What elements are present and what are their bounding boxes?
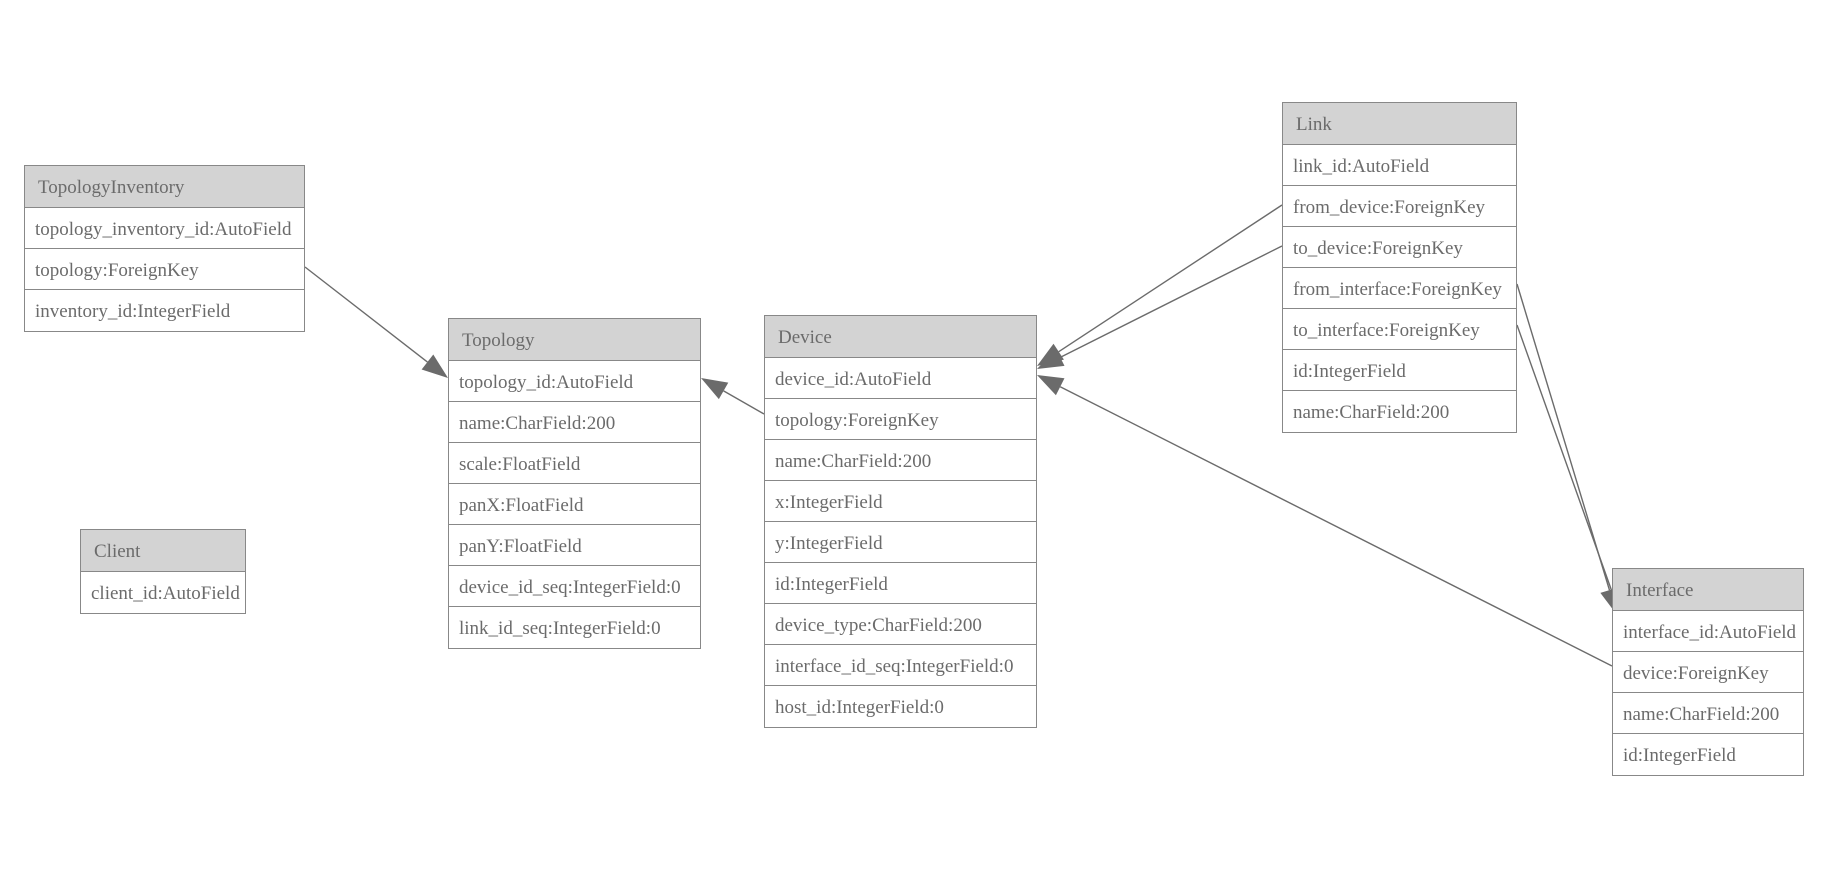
relationship-edge[interactable]: [304, 266, 448, 378]
entity-field[interactable]: id:IntegerField: [1623, 745, 1736, 766]
entity-field[interactable]: device_id_seq:IntegerField:0: [449, 566, 700, 607]
entity-field[interactable]: interface_id:AutoField: [1613, 611, 1803, 652]
relationship-line: [1516, 283, 1611, 591]
entity-field[interactable]: device_type:CharField:200: [765, 604, 1036, 645]
entity-field[interactable]: scale:FloatField: [449, 443, 700, 484]
entity-field[interactable]: name:CharField:200: [449, 402, 700, 443]
entity-title-link: Link: [1283, 103, 1516, 145]
entity-field[interactable]: host_id:IntegerField:0: [775, 697, 944, 718]
entity-field-list-client: client_id:AutoField: [81, 572, 245, 613]
entity-field[interactable]: to_device:ForeignKey: [1283, 227, 1516, 268]
entity-field[interactable]: panX:FloatField: [449, 484, 700, 525]
relationship-arrowhead-icon: [1037, 343, 1064, 366]
relationship-line: [304, 266, 428, 363]
entity-field[interactable]: name:CharField:200: [765, 440, 1036, 481]
relationship-line: [1058, 204, 1283, 353]
entity-field[interactable]: client_id:AutoField: [91, 583, 240, 604]
relationship-arrowhead-icon: [1037, 348, 1065, 369]
entity-title-topology: Topology: [449, 319, 700, 361]
entity-field[interactable]: y:IntegerField: [765, 522, 1036, 563]
relationship-arrowhead-icon: [1037, 375, 1065, 396]
entity-field[interactable]: link_id_seq:IntegerField:0: [459, 618, 661, 639]
relationship-arrowhead-icon: [701, 378, 729, 400]
entity-field[interactable]: panY:FloatField: [449, 525, 700, 566]
entity-field[interactable]: topology:ForeignKey: [765, 399, 1036, 440]
entity-field[interactable]: link_id:AutoField: [1283, 145, 1516, 186]
entity-field[interactable]: topology:ForeignKey: [25, 249, 304, 290]
entity-title-client: Client: [81, 530, 245, 572]
relationship-edge[interactable]: [1516, 324, 1622, 617]
relationship-edge[interactable]: [1037, 204, 1283, 366]
entity-field[interactable]: to_interface:ForeignKey: [1283, 309, 1516, 350]
entity-box-client[interactable]: Client client_id:AutoField: [80, 529, 246, 614]
entity-title-topology_inventory: TopologyInventory: [25, 166, 304, 208]
relationship-edge[interactable]: [701, 378, 765, 415]
entity-field[interactable]: name:CharField:200: [1293, 402, 1450, 423]
entity-field[interactable]: from_device:ForeignKey: [1283, 186, 1516, 227]
relationship-line: [723, 390, 765, 415]
relationship-arrowhead-icon: [421, 354, 448, 378]
entity-field[interactable]: id:IntegerField: [1283, 350, 1516, 391]
entity-field[interactable]: topology_inventory_id:AutoField: [25, 208, 304, 249]
entity-field[interactable]: x:IntegerField: [765, 481, 1036, 522]
relationship-line: [1516, 324, 1613, 593]
entity-field[interactable]: name:CharField:200: [1613, 693, 1803, 734]
entity-field[interactable]: inventory_id:IntegerField: [35, 301, 231, 322]
entity-field[interactable]: device:ForeignKey: [1613, 652, 1803, 693]
entity-field[interactable]: from_interface:ForeignKey: [1283, 268, 1516, 309]
entity-title-interface: Interface: [1613, 569, 1803, 611]
entity-field[interactable]: id:IntegerField: [765, 563, 1036, 604]
relationship-edge[interactable]: [1516, 283, 1619, 615]
entity-field[interactable]: topology_id:AutoField: [449, 361, 700, 402]
entity-field[interactable]: device_id:AutoField: [765, 358, 1036, 399]
entity-field[interactable]: interface_id_seq:IntegerField:0: [765, 645, 1036, 686]
relationship-line: [1059, 245, 1283, 358]
entity-title-device: Device: [765, 316, 1036, 358]
relationship-edge[interactable]: [1037, 245, 1283, 369]
